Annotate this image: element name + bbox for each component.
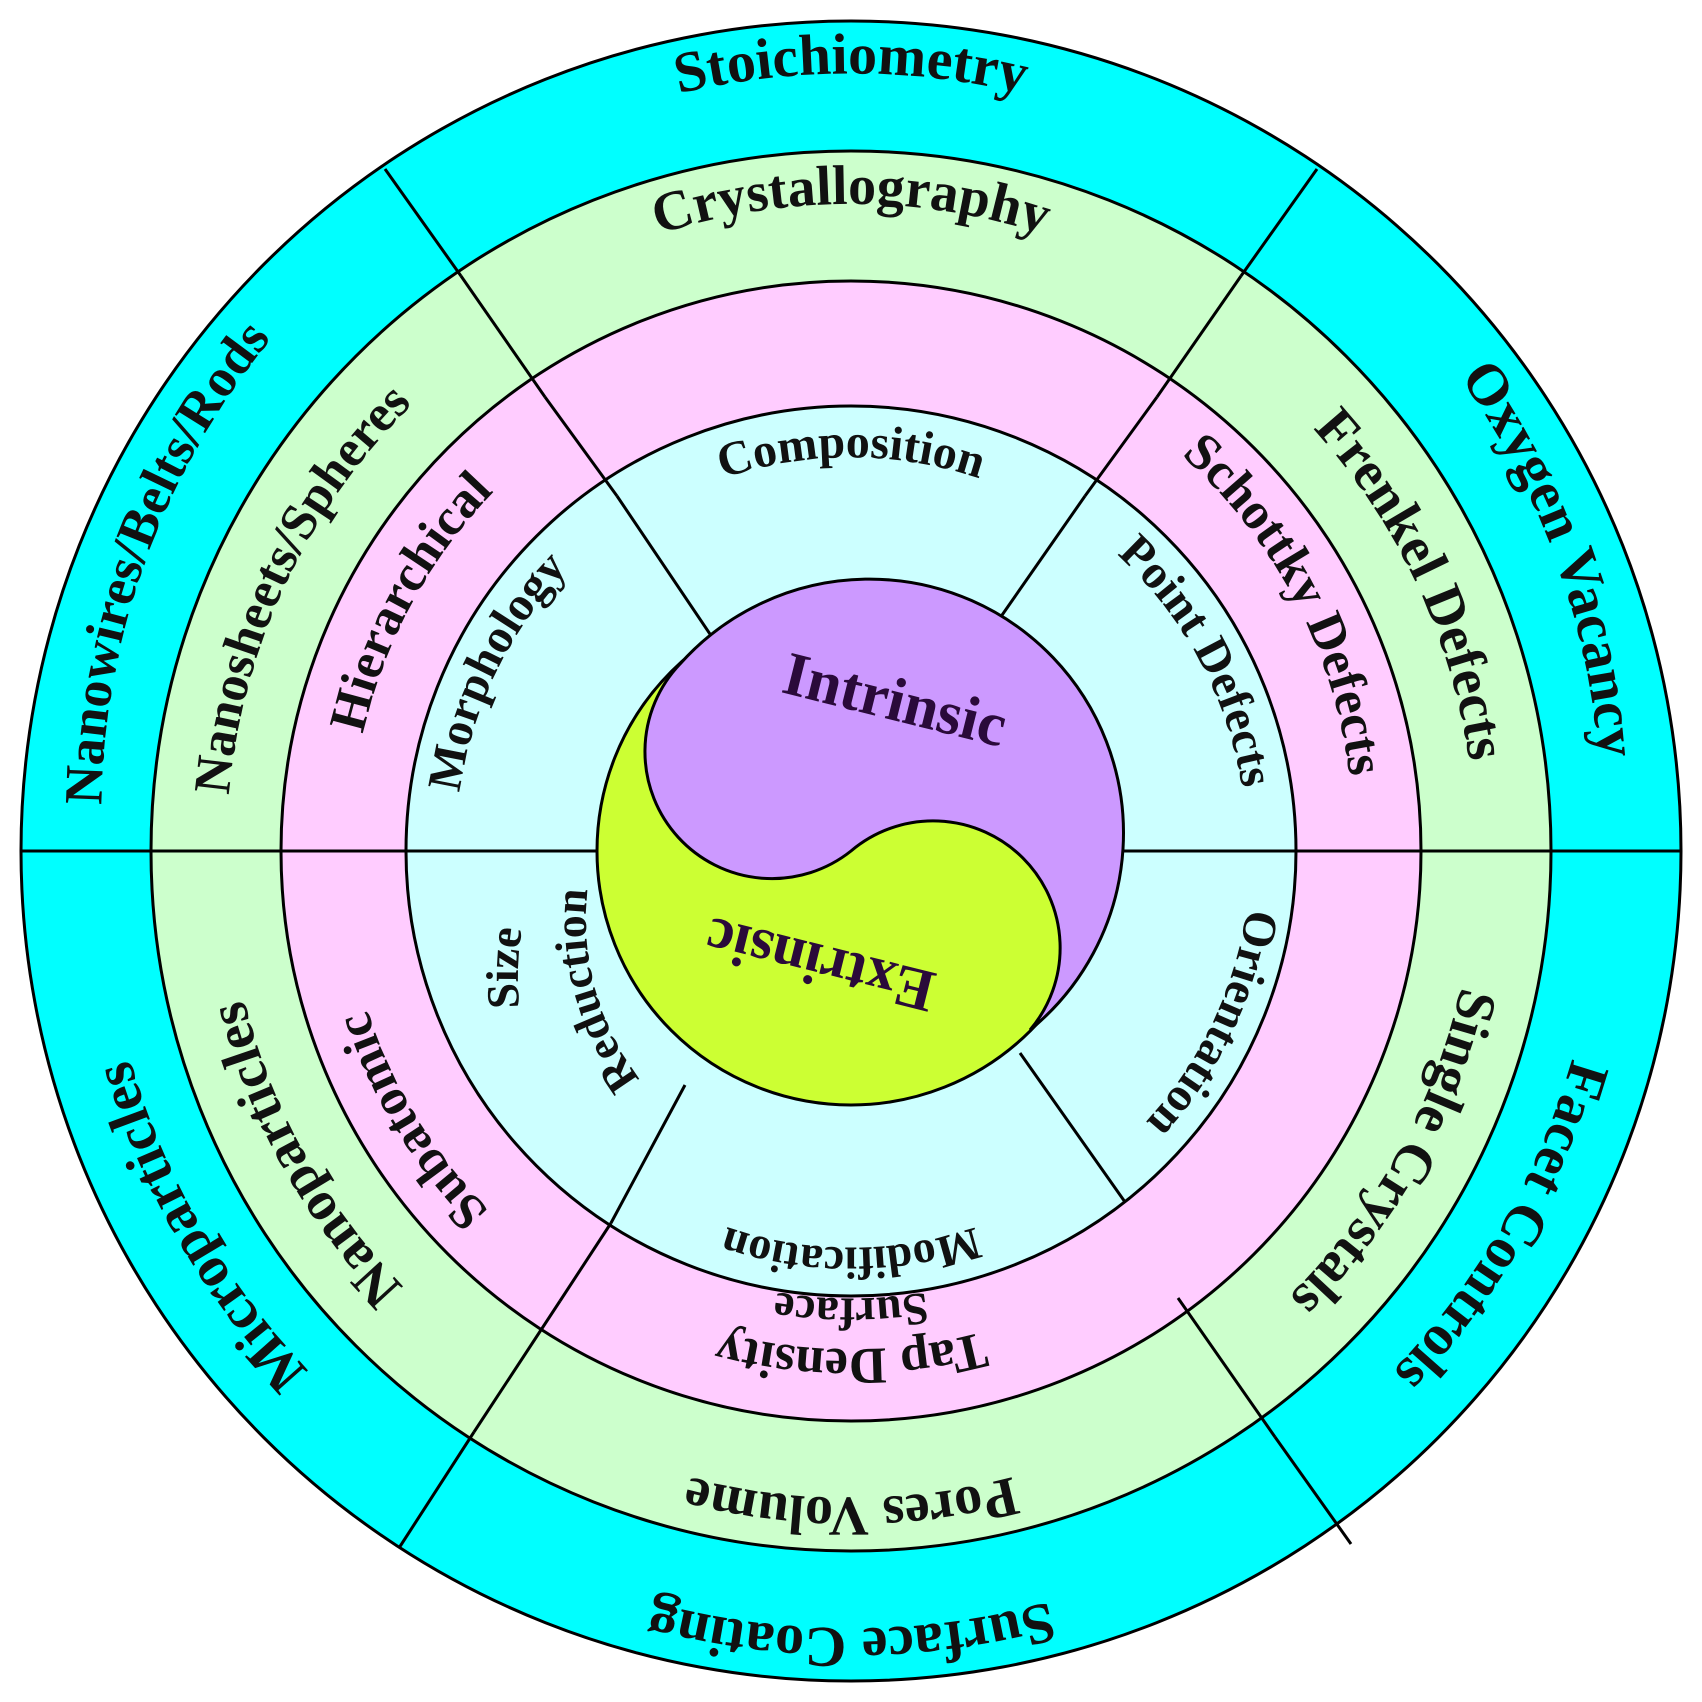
spoke-outer bbox=[397, 1431, 476, 1549]
spoke-fourth bbox=[1018, 1052, 1127, 1203]
spoke-second bbox=[1155, 275, 1243, 398]
label-size-reduction: Size bbox=[477, 924, 532, 1010]
spoke-second bbox=[459, 275, 547, 398]
spoke-fourth bbox=[615, 495, 716, 641]
spoke-fourth bbox=[998, 495, 1087, 619]
spoke-outer bbox=[1239, 168, 1319, 277]
spoke-outer bbox=[1273, 1436, 1353, 1545]
spoke-outer bbox=[383, 168, 463, 277]
spoke-third bbox=[543, 396, 619, 497]
spoke-second bbox=[1176, 1297, 1277, 1438]
spoke-third bbox=[558, 1222, 613, 1302]
spoke-third bbox=[1083, 396, 1159, 497]
ring-dividers bbox=[21, 168, 1681, 1549]
spoke-fourth bbox=[609, 1084, 687, 1224]
spoke-second bbox=[472, 1300, 562, 1433]
center-yin-yang: Intrinsic Extrinsic bbox=[595, 577, 1125, 1107]
intrinsic-half bbox=[643, 577, 1125, 1032]
